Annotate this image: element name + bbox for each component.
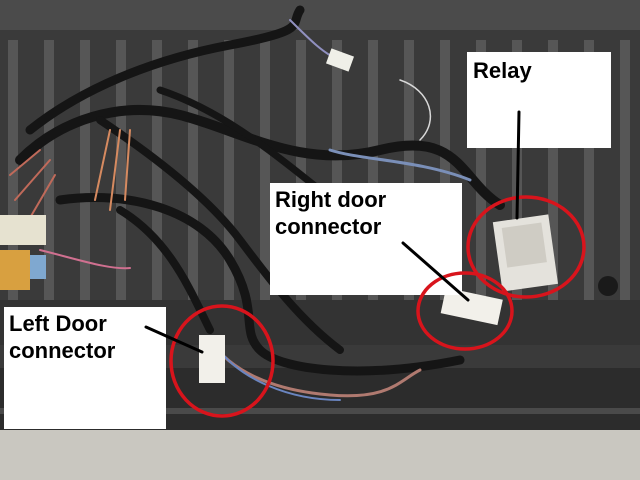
left-edge-connectors	[0, 215, 46, 245]
top-connector	[325, 48, 355, 72]
right-door-label-line2: connector	[275, 214, 382, 239]
relay-label-box: Relay	[467, 52, 611, 148]
right-door-label-line1: Right door	[275, 187, 387, 212]
right-door-label-box: Right door connector	[270, 183, 462, 295]
left-door-label-box: Left Door connector	[4, 307, 166, 429]
left-door-label-line1: Left Door	[9, 311, 107, 336]
relay-label: Relay	[473, 58, 532, 83]
left-door-connector-plug	[199, 335, 225, 383]
tiedown-hole	[598, 276, 618, 296]
left-door-label-line2: connector	[9, 338, 116, 363]
